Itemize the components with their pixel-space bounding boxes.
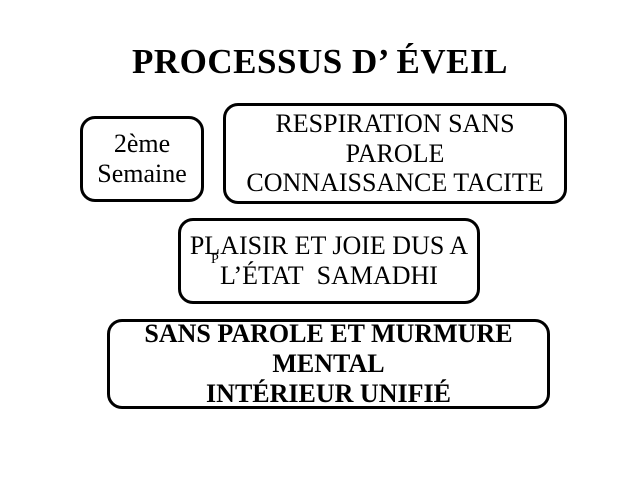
slide-title: PROCESSUS D’ ÉVEIL bbox=[132, 42, 508, 81]
box-respiration-text: RESPIRATION SANS PAROLE CONNAISSANCE TAC… bbox=[246, 108, 544, 198]
box-plaisir: PLAISIR ET JOIE DUS A L’ÉTAT SAMADHI P bbox=[178, 218, 480, 304]
stray-subscript-p-glyph: P bbox=[211, 252, 219, 267]
box-plaisir-text: PLAISIR ET JOIE DUS A L’ÉTAT SAMADHI bbox=[189, 231, 469, 290]
box-respiration: RESPIRATION SANS PAROLE CONNAISSANCE TAC… bbox=[223, 103, 567, 204]
box-murmure: SANS PAROLE ET MURMURE MENTAL INTÉRIEUR … bbox=[107, 319, 550, 409]
box-week-text: 2ème Semaine bbox=[97, 129, 187, 188]
box-murmure-text: SANS PAROLE ET MURMURE MENTAL INTÉRIEUR … bbox=[144, 319, 513, 408]
box-week: 2ème Semaine bbox=[80, 116, 204, 202]
